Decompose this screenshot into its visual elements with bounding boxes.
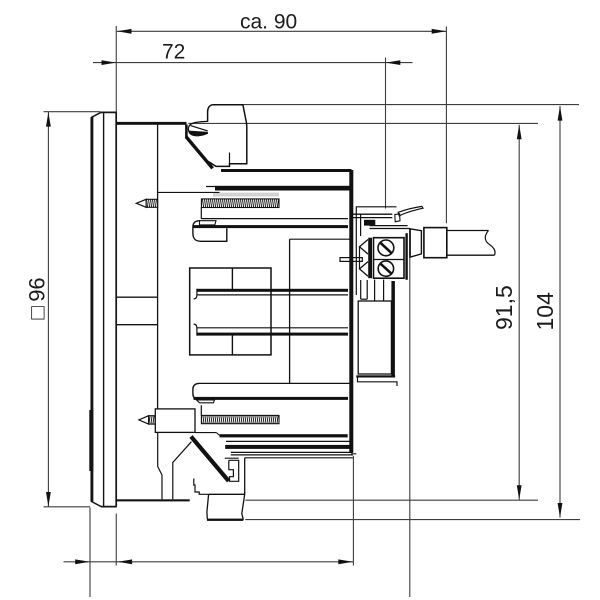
svg-text:□ 96: □ 96 — [25, 277, 50, 319]
svg-text:104: 104 — [532, 292, 558, 331]
svg-text:72: 72 — [162, 41, 185, 64]
svg-text:91,5: 91,5 — [491, 285, 517, 330]
svg-text:ca. 90: ca. 90 — [240, 11, 297, 34]
